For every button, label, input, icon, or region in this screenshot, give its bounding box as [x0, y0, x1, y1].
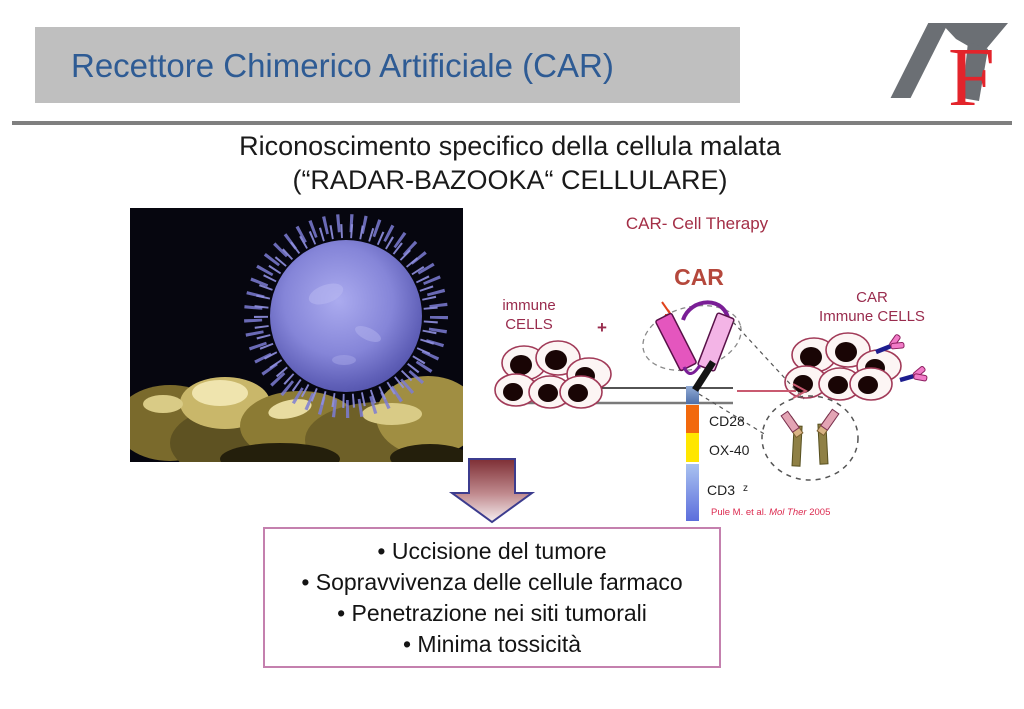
- logo-right-stroke: [962, 42, 988, 101]
- lymphocyte-cell: [244, 214, 448, 418]
- zoom-circle: [761, 395, 859, 481]
- citation: Pule M. et al. Mol Ther 2005: [711, 507, 831, 518]
- transmembrane-segment: [686, 386, 699, 404]
- bullet-item: • Minima tossicità: [402, 631, 582, 657]
- antibody-fragment: [780, 410, 804, 467]
- cd3-domain-bar: [686, 464, 699, 521]
- tumor-surface: [130, 376, 463, 462]
- logo-top-stroke: [941, 23, 1008, 54]
- car-immune-cells-label: CAR Immune CELLS: [819, 289, 925, 325]
- cd28-domain-bar: [686, 405, 699, 433]
- callout-line: [698, 393, 767, 436]
- logo-left-stroke: [890, 23, 949, 98]
- ox40-label: OX-40: [709, 442, 750, 458]
- bullet-item: • Penetrazione nei siti tumorali: [337, 600, 647, 626]
- summary-box: • Uccisione del tumore • Sopravvivenza d…: [263, 527, 721, 668]
- right-arrow: [737, 383, 809, 399]
- immune-cells-cluster: [494, 340, 612, 409]
- subtitle-line-2: (“RADAR-BAZOOKA“ CELLULARE): [292, 165, 728, 195]
- car-receptor: [642, 300, 742, 392]
- car-receptor-glyph: [875, 334, 905, 355]
- micrograph-image: [130, 208, 463, 462]
- title-bar: Recettore Chimerico Artificiale (CAR): [35, 27, 740, 103]
- car-receptor-glyph: [899, 366, 928, 383]
- cd28-label: CD28: [709, 413, 745, 429]
- slide-subtitle: Riconoscimento specifico della cellula m…: [64, 129, 956, 197]
- diagram-heading: CAR- Cell Therapy: [625, 214, 769, 233]
- immune-cells-label: immune CELLS: [502, 297, 556, 333]
- subtitle-line-1: Riconoscimento specifico della cellula m…: [239, 131, 781, 161]
- plus-sign: +: [597, 318, 607, 337]
- down-arrow: [448, 458, 536, 524]
- bullet-item: • Sopravvivenza delle cellule farmaco: [301, 569, 683, 595]
- foundation-logo: F: [890, 23, 1008, 118]
- logo-letter: F: [948, 31, 995, 118]
- callout-line: [732, 321, 805, 400]
- ox40-domain-bar: [686, 433, 699, 462]
- page-title: Recettore Chimerico Artificiale (CAR): [71, 47, 614, 84]
- bullet-item: • Uccisione del tumore: [377, 538, 607, 564]
- header-divider: [12, 121, 1012, 125]
- car-label: CAR: [674, 264, 724, 290]
- antibody-fragment: [816, 408, 840, 465]
